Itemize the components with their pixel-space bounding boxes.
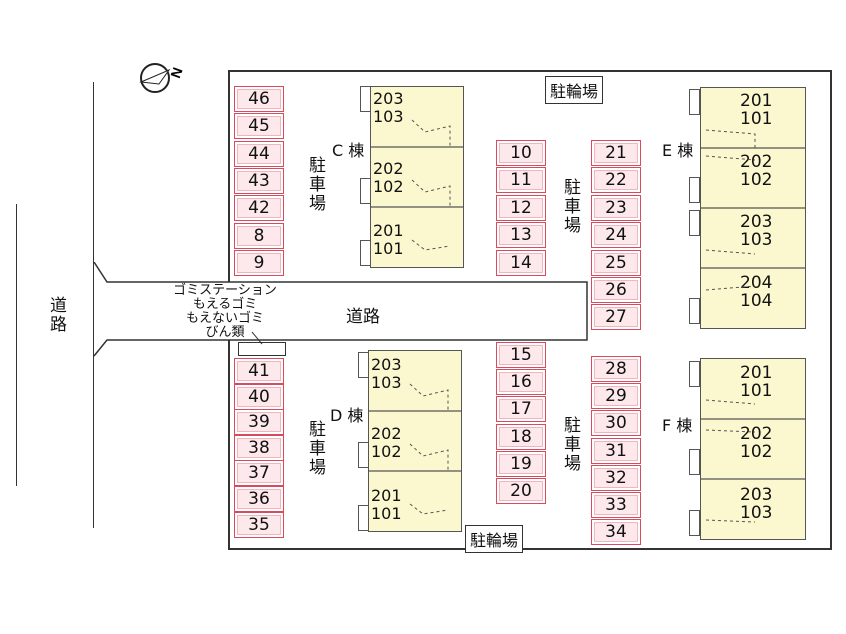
parking-spot-14: 14 [496,249,546,276]
parking-spot-42: 42 [234,195,284,222]
building-c [370,86,464,268]
parking-spot-38: 38 [234,434,284,461]
parking-spot-20: 20 [496,478,546,504]
parking-spot-21: 21 [591,140,641,166]
parking-spot-28: 28 [591,356,641,382]
parking-spot-34: 34 [591,519,641,546]
garbage-station-box [238,342,286,356]
parking-spot-37: 37 [234,460,284,487]
parking-spot-25: 25 [591,249,641,276]
parking-spot-33: 33 [591,492,641,518]
parking-spot-45: 45 [234,113,284,140]
parking-spot-35: 35 [234,511,284,538]
building-f-label: F 棟 [662,416,693,435]
road-edge-left [16,204,17,486]
parking-spot-36: 36 [234,486,284,512]
door [360,86,371,112]
road-edge-right [93,82,94,528]
parking-spot-15: 15 [496,342,546,368]
door [358,442,369,468]
parking-spot-17: 17 [496,396,546,423]
parking-spot-27: 27 [591,304,641,331]
door [360,178,371,204]
road-label-left: 道路 [46,296,66,334]
parking-spot-12: 12 [496,194,546,221]
parking-spot-19: 19 [496,450,546,477]
parking-spot-30: 30 [591,410,641,437]
parking-spot-41: 41 [234,358,284,384]
building-c-label: C 棟 [332,141,365,160]
bike-parking-top: 駐輪場 [545,76,604,104]
door [358,352,369,378]
parking-spot-24: 24 [591,222,641,249]
bike-parking-bottom: 駐輪場 [465,525,524,553]
parking-spot-31: 31 [591,437,641,464]
north-arrow-icon: N [139,63,186,93]
door [689,361,700,387]
access-road [93,262,588,357]
parking-spot-32: 32 [591,464,641,491]
parking-spot-40: 40 [234,383,284,410]
parking-spot-9: 9 [234,249,284,276]
parking-label-upper-mid: 駐車場 [560,178,580,235]
parking-spot-18: 18 [496,423,546,450]
door [689,510,700,536]
road-label: 道路 [346,307,380,327]
parking-spot-29: 29 [591,383,641,410]
door [360,240,371,266]
door [358,505,369,531]
building-d-label: D 棟 [330,406,364,425]
parking-spot-16: 16 [496,369,546,396]
parking-spot-23: 23 [591,194,641,221]
parking-spot-13: 13 [496,222,546,249]
parking-spot-10: 10 [496,140,546,166]
parking-label-upper-left: 駐車場 [305,156,325,213]
building-f [700,358,806,540]
door [689,449,700,475]
parking-spot-39: 39 [234,409,284,436]
parking-spot-11: 11 [496,167,546,194]
door [689,177,700,203]
garbage-pointer [251,331,263,345]
building-e-label: E 棟 [662,141,694,160]
door [689,210,700,236]
door [689,89,700,115]
parking-spot-26: 26 [591,277,641,303]
parking-label-lower-mid: 駐車場 [560,416,580,473]
parking-spot-8: 8 [234,222,284,249]
parking-spot-46: 46 [234,86,284,112]
building-d [368,350,462,532]
door [689,298,700,324]
garbage-station-label: ゴミステーション もえるゴミ もえないゴミ びん類 [173,283,277,340]
parking-spot-22: 22 [591,167,641,194]
parking-spot-43: 43 [234,167,284,194]
parking-spot-44: 44 [234,140,284,167]
parking-label-lower-left: 駐車場 [305,420,325,477]
